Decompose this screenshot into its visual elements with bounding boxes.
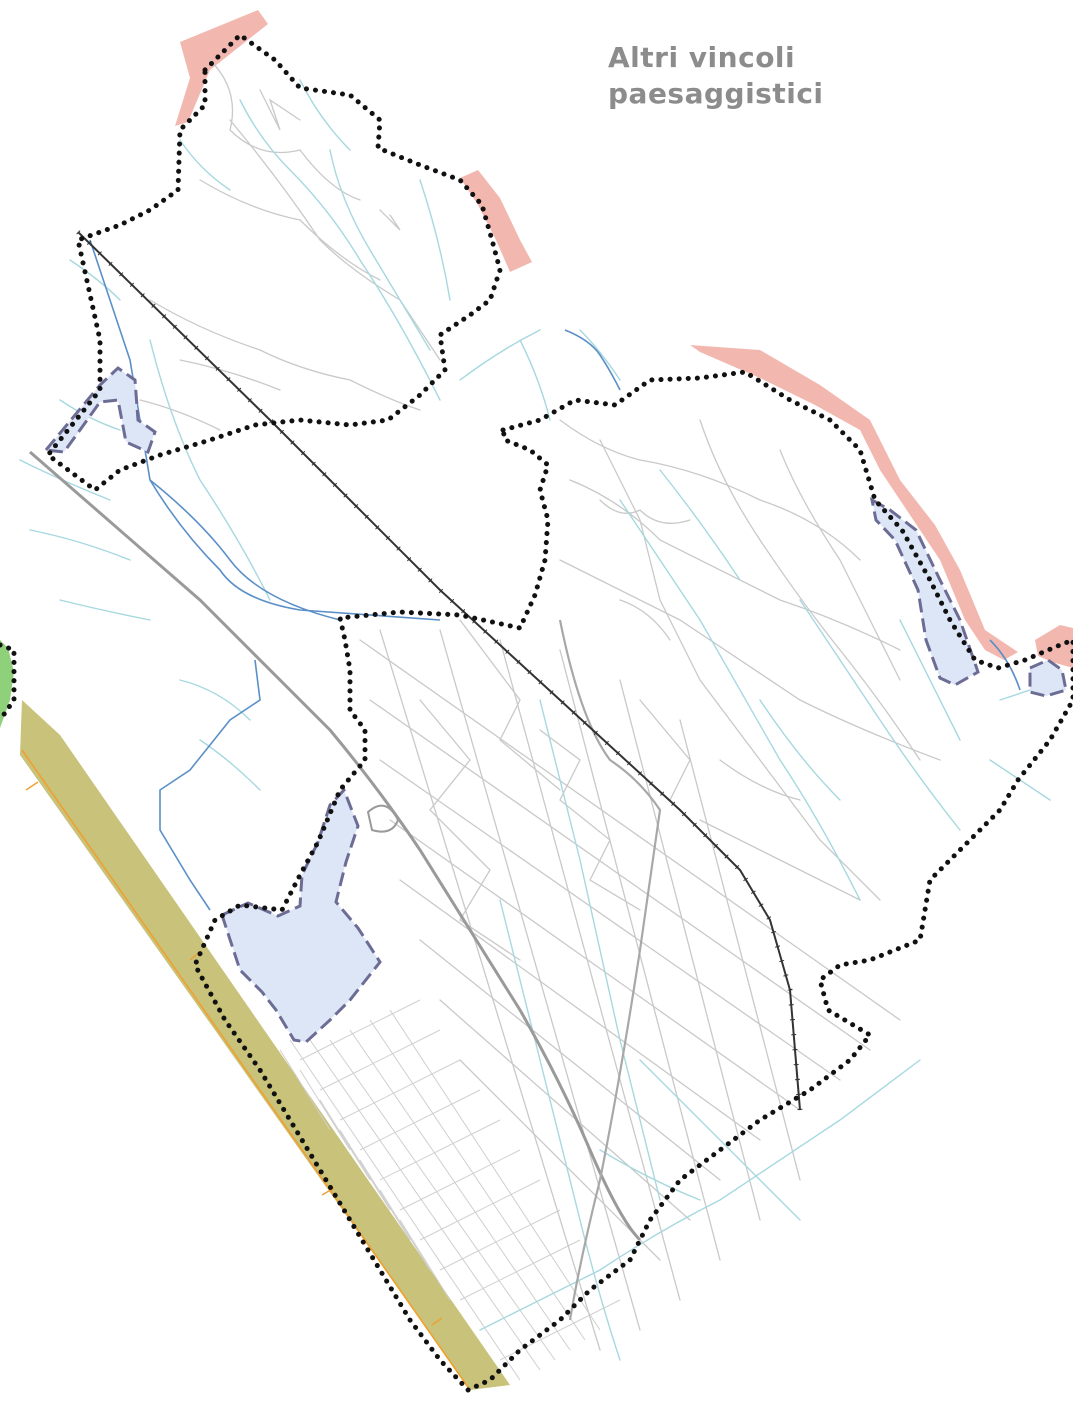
mountain-constraint-east-1 bbox=[460, 170, 532, 272]
map-title-line-1: Altri vincoli bbox=[608, 41, 796, 74]
coastal-strip-tick bbox=[25, 781, 443, 1326]
motorway-junction bbox=[366, 804, 400, 833]
road-network bbox=[139, 59, 941, 1351]
secondary-road bbox=[558, 619, 662, 1321]
river-constraint-far-east bbox=[1028, 658, 1068, 698]
mountain-constraint-east-3 bbox=[1035, 625, 1073, 668]
municipal-boundary-west-edge bbox=[0, 642, 17, 723]
municipal-boundary-main bbox=[192, 369, 1073, 1394]
map-title: Altri vincoli paesaggistici bbox=[608, 40, 928, 112]
coastal-strip bbox=[20, 700, 510, 1390]
protected-area bbox=[0, 640, 14, 728]
river-constraint-west bbox=[43, 366, 157, 455]
municipal-boundary bbox=[44, 31, 503, 494]
mountain-constraint-north bbox=[175, 10, 268, 126]
streams bbox=[19, 79, 1061, 1361]
coastal-strip-edge bbox=[21, 749, 471, 1391]
river-constraints bbox=[43, 366, 1068, 1044]
canals bbox=[89, 239, 1021, 911]
river-constraint-east bbox=[869, 497, 980, 687]
railway bbox=[77, 231, 801, 1111]
river-constraint-south bbox=[220, 787, 382, 1044]
mountain-constraint-east-2 bbox=[690, 345, 1018, 660]
map-title-line-2: paesaggistici bbox=[608, 77, 824, 110]
motorway bbox=[29, 450, 642, 1242]
